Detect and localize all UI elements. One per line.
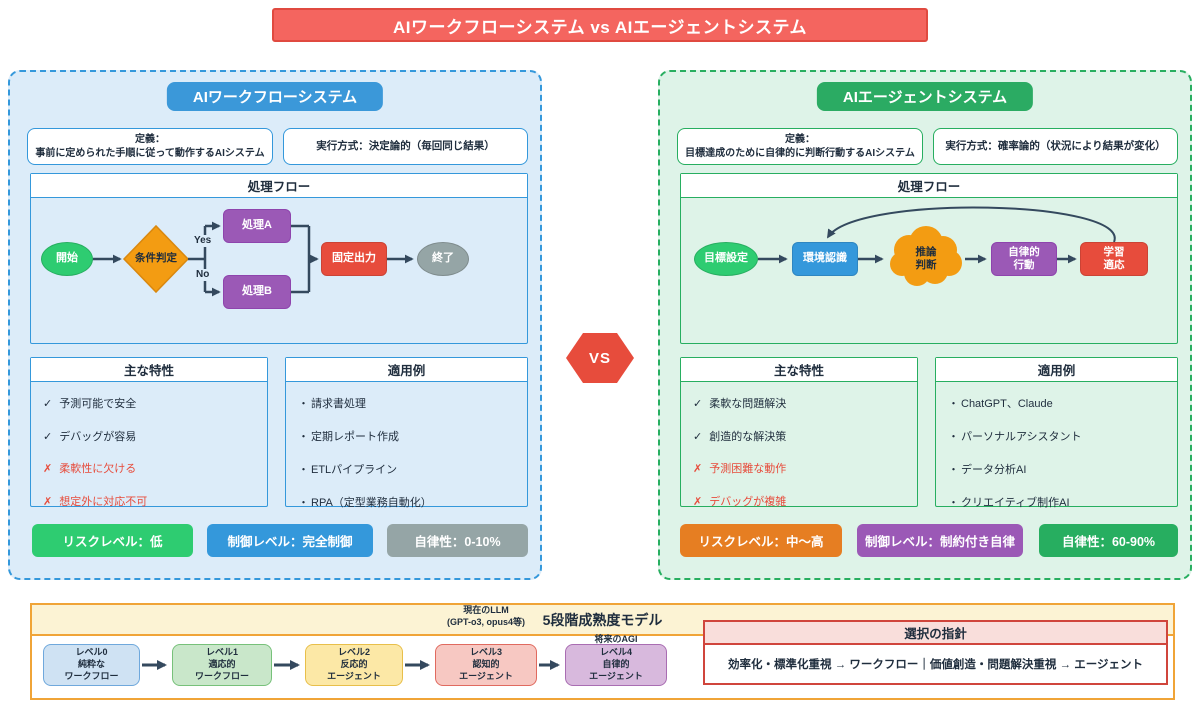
flow-node-condition-label: 条件判定: [135, 252, 177, 264]
agent-characteristics-box: 主な特性 ✓ 柔軟な問題解決 ✓ 創造的な解決策 ✗ 予測困難な動作 ✗ デバッ…: [680, 357, 918, 508]
bullet: ・: [948, 464, 959, 476]
control-level-badge: 制御レベル：制約付き自律: [857, 524, 1023, 557]
example-item: ・データ分析AI: [948, 461, 1167, 477]
cross-icon: ✗: [693, 463, 703, 475]
flow-title: 処理フロー: [31, 174, 527, 198]
characteristic-item: ✗ 想定外に対応不可: [43, 495, 148, 508]
agent-flow-box: 処理フロー: [680, 173, 1178, 344]
agent-panel: AIエージェントシステム 定義： 目標達成のために自律的に判断行動するAIシステ…: [658, 70, 1192, 580]
example-item: ・パーソナルアシスタント: [948, 428, 1167, 444]
characteristic-item: ✓ 創造的な解決策: [693, 430, 787, 443]
workflow-characteristics-box: 主な特性 ✓ 予測可能で安全 ✓ デバッグが容易 ✗ 柔軟性に欠ける ✗ 想定外…: [30, 357, 268, 508]
check-icon: ✓: [43, 398, 53, 410]
example-item: ・ETLパイプライン: [298, 461, 517, 477]
example-item: ・クリエイティブ制作AI: [948, 494, 1167, 510]
flow-title: 処理フロー: [681, 174, 1177, 198]
characteristic-item: ✗ デバッグが複雑: [693, 495, 787, 508]
flow-node-learn: 学習 適応: [1080, 242, 1148, 276]
agent-examples-box: 適用例 ・ChatGPT、Claude ・パーソナルアシスタント ・データ分析A…: [935, 357, 1178, 510]
check-icon: ✓: [43, 430, 53, 443]
workflow-flowchart: 開始 条件判定 Yes No 処理A 処理B 固定出力 終了: [31, 198, 527, 342]
characteristic-item: ✓ 予測可能で安全: [43, 398, 137, 410]
workflow-panel-title: AIワークフローシステム: [166, 82, 384, 111]
agent-definition-box: 定義： 目標達成のために自律的に判断行動するAIシステム: [677, 128, 923, 165]
guideline-title: 選択の指針: [705, 622, 1166, 645]
cross-icon: ✗: [43, 463, 53, 475]
bullet: ・: [948, 398, 959, 410]
workflow-flow-box: 処理フロー 開始: [30, 173, 528, 344]
autonomy-badge: 自律性：0-10%: [387, 524, 528, 557]
definition-text: 目標達成のために自律的に判断行動するAIシステム: [685, 147, 915, 159]
flow-node-goal: 目標設定: [694, 242, 758, 276]
current-llm-annotation: 現在のLLM (GPT-o3, opus4等): [446, 605, 525, 628]
branch-no-label: No: [194, 269, 212, 281]
agent-execution-box: 実行方式：確率論的（状況により結果が変化）: [933, 128, 1178, 165]
example-item: ・RPA（定型業務自動化）: [298, 494, 517, 510]
check-icon: ✓: [693, 398, 703, 410]
execution-text: 実行方式：確率論的（状況により結果が変化）: [945, 140, 1166, 153]
definition-text: 事前に定められた手順に従って動作するAIシステム: [35, 147, 265, 159]
cross-icon: ✗: [43, 495, 53, 508]
flow-node-reason-label: 推論 判断: [915, 246, 937, 271]
definition-label: 定義：: [785, 134, 815, 145]
flow-node-process-b: 処理B: [223, 275, 291, 309]
flow-node-act: 自律的 行動: [991, 242, 1057, 276]
risk-level-badge: リスクレベル：低: [32, 524, 193, 557]
example-item: ・請求書処理: [298, 395, 517, 411]
guideline-text: 効率化・標準化重視 → ワークフロー｜価値創造・問題解決重視 → エージェント: [727, 659, 1144, 671]
flow-node-output: 固定出力: [321, 242, 387, 276]
autonomy-badge: 自律性：60-90%: [1039, 524, 1178, 557]
bullet: ・: [298, 497, 309, 509]
workflow-panel: AIワークフローシステム 定義： 事前に定められた手順に従って動作するAIシステ…: [8, 70, 542, 580]
examples-title: 適用例: [286, 358, 527, 382]
bullet: ・: [298, 431, 309, 443]
feedback-loop-arrow: [827, 206, 1116, 243]
vs-badge: VS: [566, 333, 634, 383]
control-level-badge: 制御レベル：完全制御: [207, 524, 373, 557]
risk-level-badge: リスクレベル：中〜高: [680, 524, 842, 557]
examples-title: 適用例: [936, 358, 1177, 382]
future-agi-annotation: 将来のAGI: [594, 634, 638, 644]
page-title: AIワークフローシステム vs AIエージェントシステム: [272, 8, 928, 42]
selection-guideline-box: 選択の指針 効率化・標準化重視 → ワークフロー｜価値創造・問題解決重視 → エ…: [703, 620, 1168, 685]
bullet: ・: [948, 497, 959, 509]
workflow-definition-box: 定義： 事前に定められた手順に従って動作するAIシステム: [27, 128, 273, 165]
bullet: ・: [948, 431, 959, 443]
example-item: ・定期レポート作成: [298, 428, 517, 444]
bullet: ・: [298, 464, 309, 476]
flow-node-end: 終了: [417, 242, 469, 276]
flow-node-process-a: 処理A: [223, 209, 291, 243]
definition-label: 定義：: [135, 134, 165, 145]
execution-text: 実行方式：決定論的（毎回同じ結果）: [316, 140, 495, 153]
characteristics-title: 主な特性: [681, 358, 917, 382]
agent-flowchart: 目標設定 環境認識 推論 判断 自律的 行動 学習 適応: [681, 198, 1177, 342]
workflow-examples-box: 適用例 ・請求書処理 ・定期レポート作成 ・ETLパイプライン ・RPA（定型業…: [285, 357, 528, 510]
agent-panel-title: AIエージェントシステム: [816, 82, 1034, 111]
characteristic-item: ✗ 予測困難な動作: [693, 463, 787, 475]
flow-node-perceive: 環境認識: [792, 242, 858, 276]
workflow-execution-box: 実行方式：決定論的（毎回同じ結果）: [283, 128, 528, 165]
bullet: ・: [298, 398, 309, 410]
example-item: ・ChatGPT、Claude: [948, 395, 1167, 411]
check-icon: ✓: [693, 430, 703, 443]
flow-node-start: 開始: [41, 242, 93, 276]
characteristic-item: ✓ デバッグが容易: [43, 430, 137, 443]
cross-icon: ✗: [693, 495, 703, 508]
branch-yes-label: Yes: [192, 235, 214, 247]
characteristics-title: 主な特性: [31, 358, 267, 382]
characteristic-item: ✗ 柔軟性に欠ける: [43, 463, 137, 475]
characteristic-item: ✓ 柔軟な問題解決: [693, 398, 787, 410]
